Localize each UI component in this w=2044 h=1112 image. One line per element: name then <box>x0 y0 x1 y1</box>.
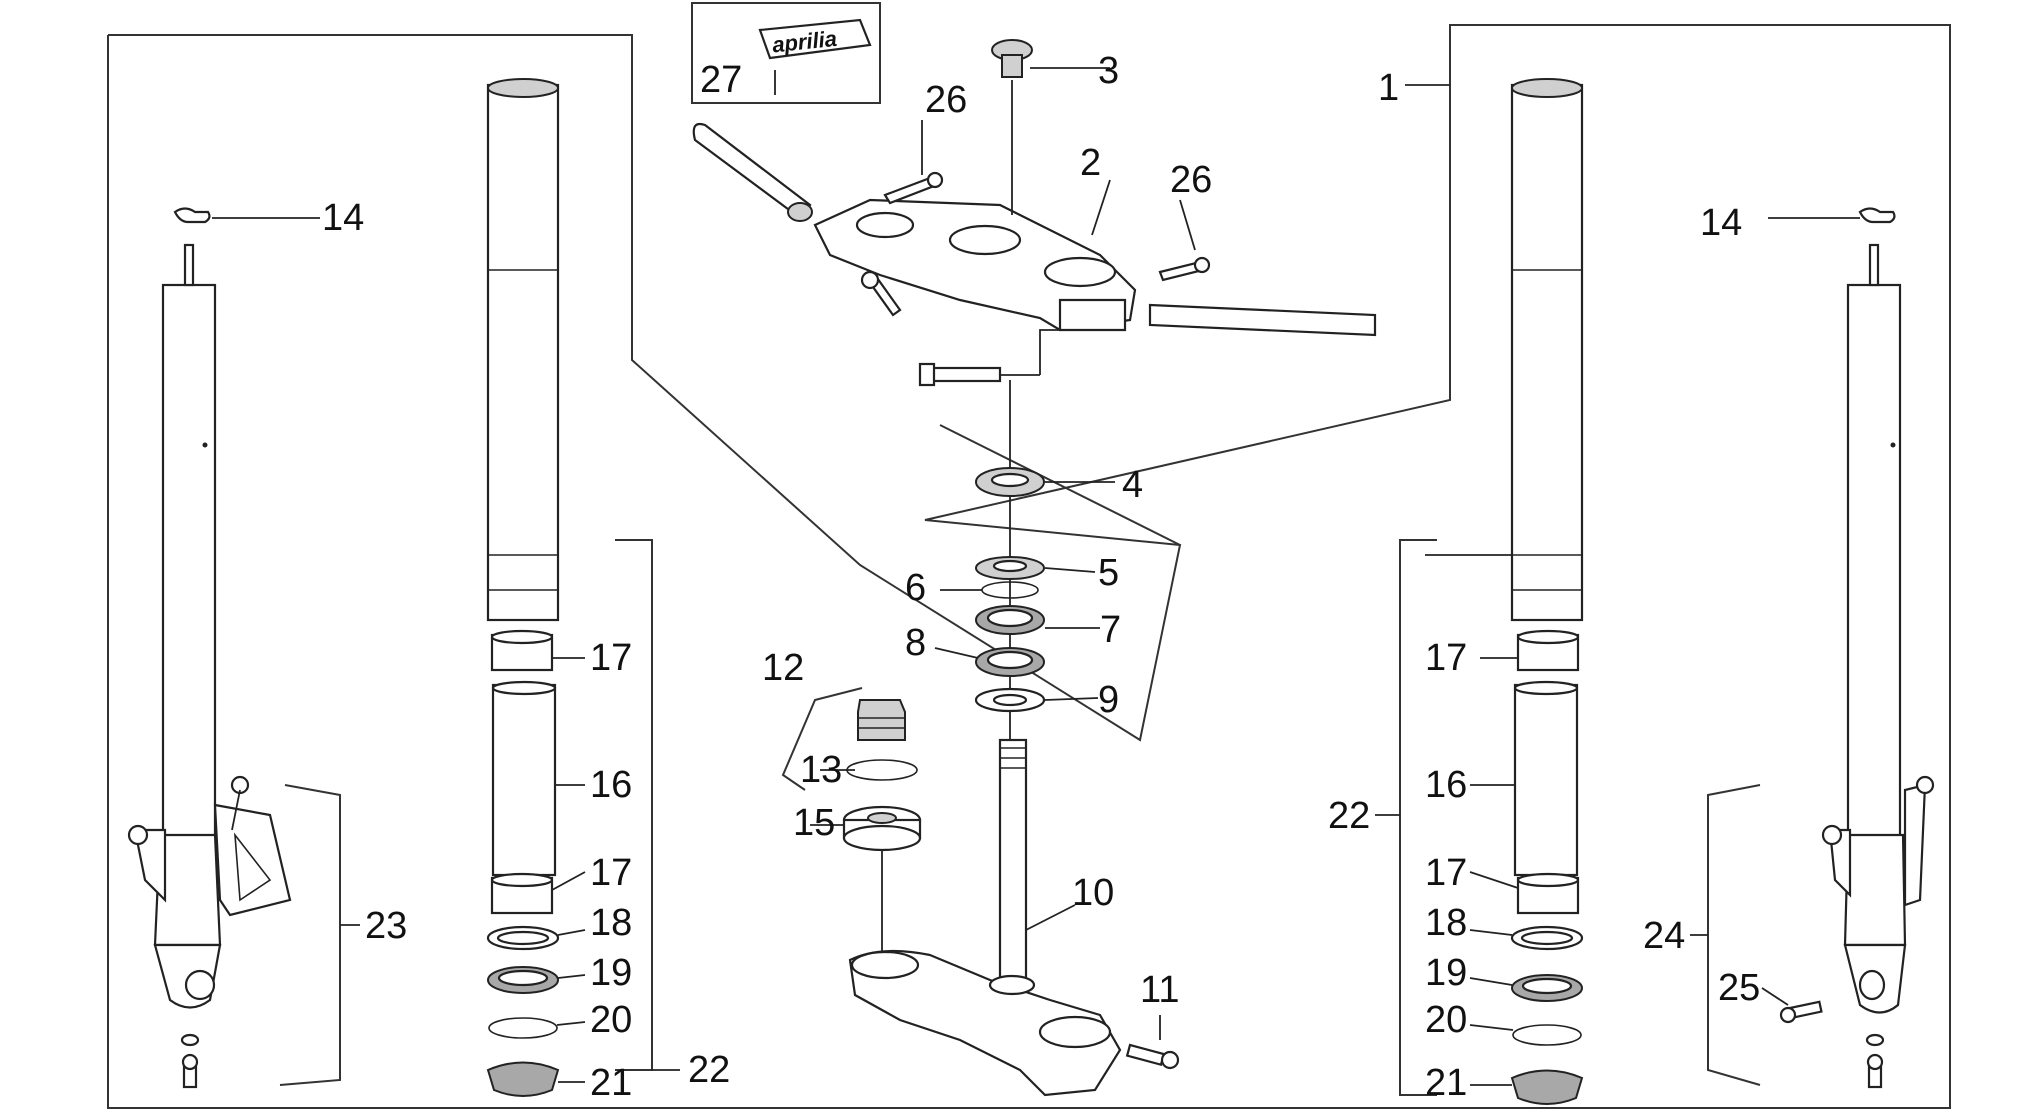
callout-18-left: 18 <box>590 902 632 944</box>
callout-6: 6 <box>905 567 926 609</box>
callout-4: 4 <box>1122 464 1143 506</box>
callout-22-left: 22 <box>688 1049 730 1091</box>
callout-10: 10 <box>1072 872 1114 914</box>
callout-labels: 1 2 3 4 5 6 7 8 9 10 11 12 13 14 14 15 1… <box>322 50 1760 1104</box>
left-fork-leg <box>127 207 320 1089</box>
callout-17-right-upper: 17 <box>1425 637 1467 679</box>
top-nut <box>991 39 1110 215</box>
steering-stack <box>934 467 1115 713</box>
callout-14-left: 14 <box>322 197 364 239</box>
callout-13: 13 <box>800 749 842 791</box>
callout-23: 23 <box>365 905 407 947</box>
decal-box <box>691 2 881 104</box>
callout-16-left: 16 <box>590 764 632 806</box>
callout-15: 15 <box>793 802 835 844</box>
callout-3: 3 <box>1098 50 1119 92</box>
callout-19-left: 19 <box>590 952 632 994</box>
callout-17-left-upper: 17 <box>590 637 632 679</box>
left-fork-tube <box>486 78 586 1097</box>
callout-14-right: 14 <box>1700 202 1742 244</box>
callout-12: 12 <box>762 647 804 689</box>
right-fork-leg <box>1761 207 1935 1089</box>
bracket-24 <box>1707 784 1761 1086</box>
callout-20-left: 20 <box>590 999 632 1041</box>
callout-7: 7 <box>1100 609 1121 651</box>
callout-20-right: 20 <box>1425 999 1467 1041</box>
callout-18-right: 18 <box>1425 902 1467 944</box>
callout-21-right: 21 <box>1425 1062 1467 1104</box>
right-fork-tube <box>1425 78 1584 1105</box>
callout-8: 8 <box>905 622 926 664</box>
callout-19-right: 19 <box>1425 952 1467 994</box>
top-triple-clamp <box>692 122 1377 960</box>
bracket-22-right <box>1399 539 1437 1096</box>
bracket-23 <box>279 784 341 1086</box>
callout-5: 5 <box>1098 552 1119 594</box>
aprilia-decal: aprilia <box>758 18 872 60</box>
callout-26-right: 26 <box>1170 159 1212 201</box>
assembly-frames <box>107 2 1951 1109</box>
callout-9: 9 <box>1098 679 1119 721</box>
callout-17-right-lower: 17 <box>1425 852 1467 894</box>
callout-24: 24 <box>1643 915 1685 957</box>
callout-1: 1 <box>1378 67 1399 109</box>
steering-group-frame <box>939 424 1181 546</box>
callout-11: 11 <box>1140 969 1179 1011</box>
lower-triple-clamp <box>848 738 1180 1097</box>
callout-2: 2 <box>1080 142 1101 184</box>
callout-25: 25 <box>1718 967 1760 1009</box>
bracket-22-left <box>615 539 653 1071</box>
callout-21-left: 21 <box>590 1062 632 1104</box>
decal-logo-text: aprilia <box>771 26 838 58</box>
bracket-12 <box>781 687 863 791</box>
cap-group <box>810 699 922 960</box>
callout-16-right: 16 <box>1425 764 1467 806</box>
callout-17-left-lower: 17 <box>590 852 632 894</box>
callout-27: 27 <box>700 59 742 101</box>
left-assembly-frame <box>107 24 1951 1109</box>
callout-22-right: 22 <box>1328 795 1370 837</box>
callout-26-left: 26 <box>925 79 967 121</box>
